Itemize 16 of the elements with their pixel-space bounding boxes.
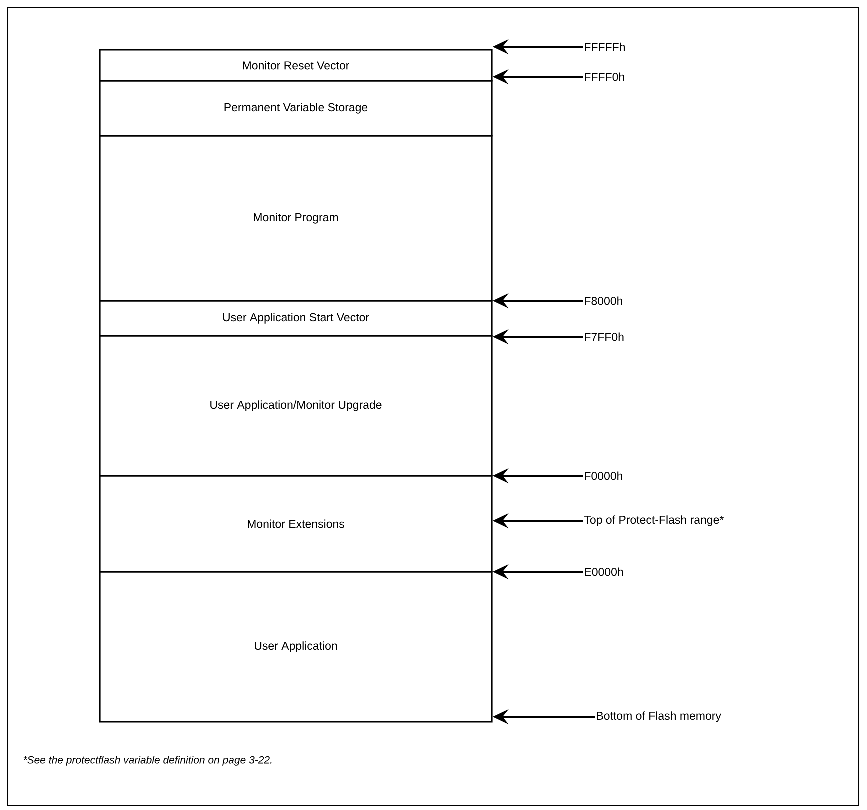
address-label: Top of Protect-Flash range*: [584, 516, 724, 526]
address-label: Bottom of Flash memory: [597, 712, 722, 722]
memory-segment: User Application: [99, 571, 493, 723]
memory-segment: Permanent Variable Storage: [99, 80, 493, 137]
address-label: F0000h: [585, 472, 622, 480]
address-label: F8000h: [585, 296, 622, 306]
address-label: FFFFFh: [585, 42, 625, 52]
memory-segment: User Application/Monitor Upgrade: [99, 335, 493, 477]
address-label: E0000h: [585, 568, 624, 576]
memory-segment: Monitor Extensions: [99, 475, 493, 573]
memory-segment: User Application Start Vector: [99, 300, 493, 337]
memory-segment: Monitor Program: [99, 135, 493, 302]
address-label: F7FF0h: [585, 332, 624, 342]
address-label: FFFF0h: [585, 72, 624, 82]
footnote: *See the protectflash variable definition on page 3-22.: [24, 756, 272, 766]
memory-segment: Monitor Reset Vector: [99, 49, 493, 82]
